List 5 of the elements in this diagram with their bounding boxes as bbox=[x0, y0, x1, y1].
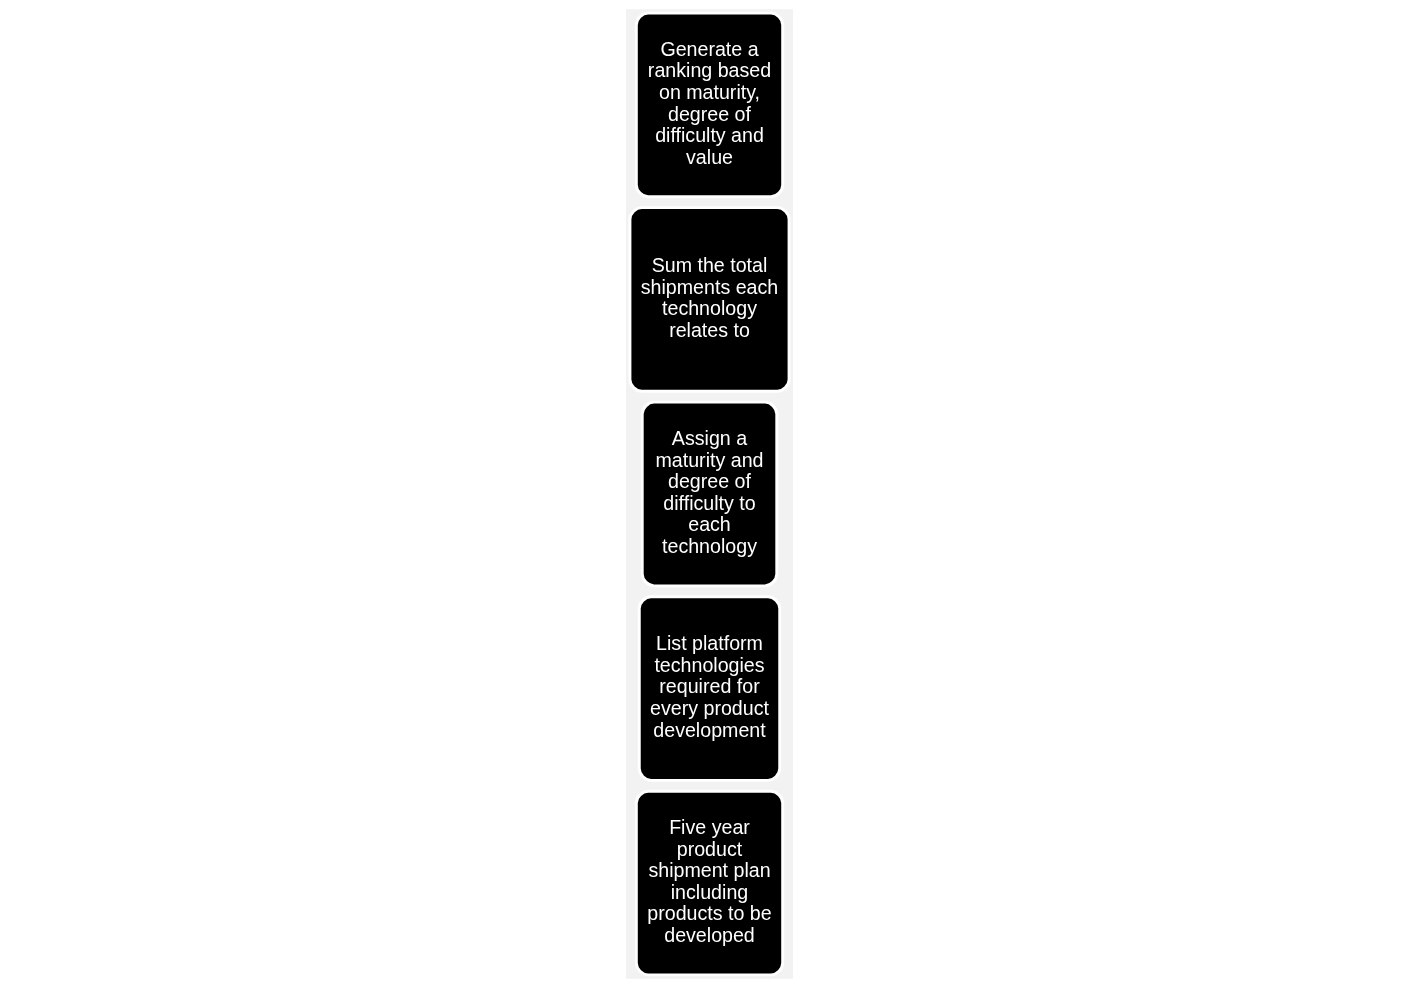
node-box: Five year product shipment plan including products to be developed bbox=[634, 789, 785, 977]
node-box: Sum the total shipments each technology relates to bbox=[628, 206, 791, 393]
node-box: List platform technologies required for every product development bbox=[637, 595, 782, 782]
node-box: Generate a ranking based on maturity, degree of difficulty and value bbox=[634, 11, 785, 199]
node-box: Assign a maturity and degree of difficulty to each technology bbox=[640, 400, 779, 588]
